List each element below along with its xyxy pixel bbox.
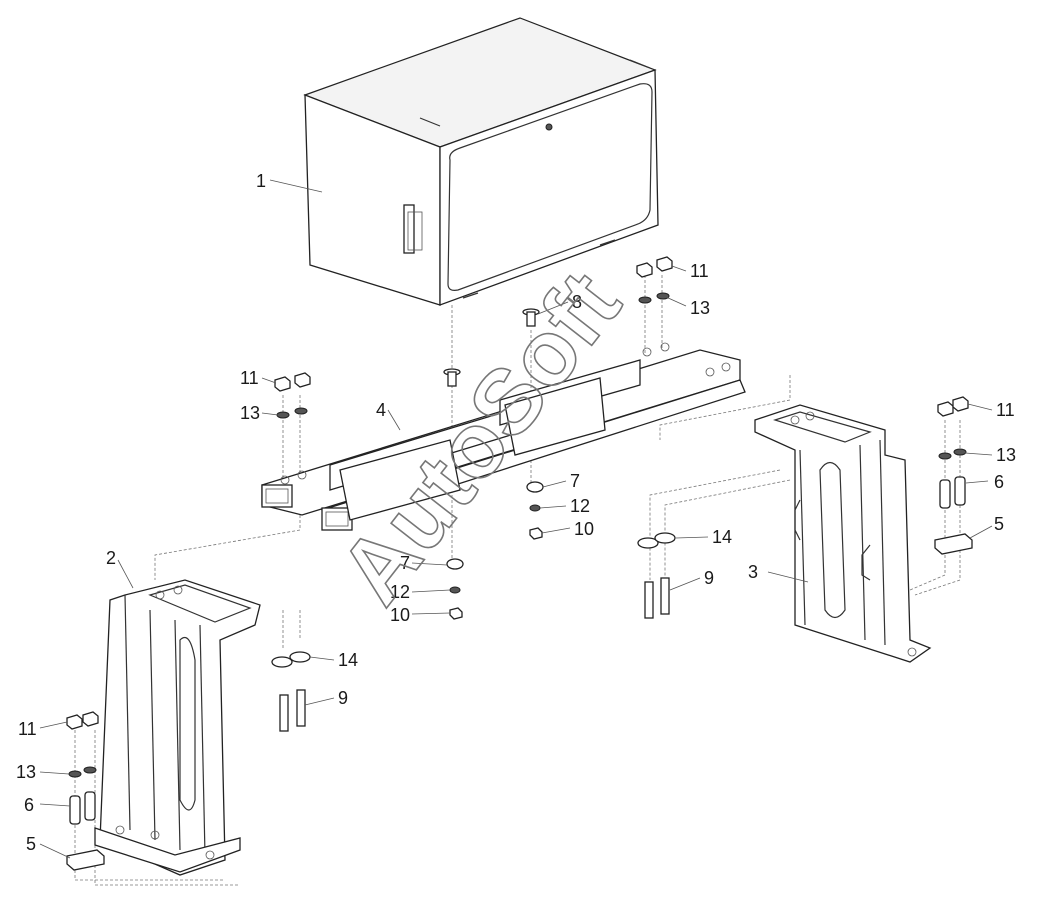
callout-14-left: 14 <box>338 650 358 670</box>
toolbox-part-1 <box>303 17 659 306</box>
callout-9-right: 9 <box>704 568 714 588</box>
callout-9-left: 9 <box>338 688 348 708</box>
bolt-part-9-right <box>644 577 670 619</box>
plate-part-5-right <box>934 533 973 555</box>
callout-11-right: 11 <box>996 400 1015 420</box>
callout-8: 8 <box>572 292 582 312</box>
callout-10-lower: 10 <box>390 605 410 625</box>
callout-labels: 1 2 3 4 5 5 6 6 7 7 8 9 9 10 10 11 11 11… <box>16 171 1016 854</box>
washer-part-13-right <box>938 448 967 460</box>
callout-13-right: 13 <box>996 445 1016 465</box>
callout-1: 1 <box>256 171 266 191</box>
washer-part-13-upper-left <box>276 407 308 419</box>
washer-part-13-upper-right <box>638 292 670 304</box>
callout-7-lower: 7 <box>400 553 410 573</box>
frame-part-4 <box>261 342 746 531</box>
bracket-part-2 <box>94 579 261 876</box>
pin-part-6-right <box>939 476 966 509</box>
callout-10-center: 10 <box>574 519 594 539</box>
callout-6-left: 6 <box>24 795 34 815</box>
nut-part-11-right <box>937 396 969 417</box>
callout-13-upper-right: 13 <box>690 298 710 318</box>
leader-lines <box>39 179 993 859</box>
callout-12-center: 12 <box>570 496 590 516</box>
callout-13-lower-left: 13 <box>16 762 36 782</box>
callout-2: 2 <box>106 548 116 568</box>
callout-5-left: 5 <box>26 834 36 854</box>
callout-14-right: 14 <box>712 527 732 547</box>
callout-11-upper-left: 11 <box>240 368 259 388</box>
pin-part-6-left <box>69 791 96 825</box>
nut-part-10-center <box>449 527 543 620</box>
callout-5-right: 5 <box>994 514 1004 534</box>
callout-6-right: 6 <box>994 472 1004 492</box>
nut-part-11-upper-left <box>274 372 311 392</box>
callout-3: 3 <box>748 562 758 582</box>
callout-13-upper-left: 13 <box>240 403 260 423</box>
spacer-part-7-center <box>446 481 544 570</box>
washer-part-13-lower-left <box>68 766 97 778</box>
callout-4: 4 <box>376 400 386 420</box>
assembly-lines <box>74 275 961 886</box>
plate-part-5-left <box>66 849 105 871</box>
washer-part-14-left <box>271 651 311 668</box>
nut-part-11-lower-left <box>66 711 99 730</box>
callout-12-lower: 12 <box>390 582 410 602</box>
callout-11-upper-right: 11 <box>690 261 709 281</box>
bracket-part-3 <box>754 404 932 663</box>
callout-7-center: 7 <box>570 471 580 491</box>
nut-part-11-upper-right <box>636 256 673 278</box>
bolt-part-9-left <box>279 689 306 732</box>
bolt-part-8 <box>443 308 540 387</box>
washer-part-14-right <box>637 532 676 549</box>
callout-11-lower-left: 11 <box>18 719 37 739</box>
